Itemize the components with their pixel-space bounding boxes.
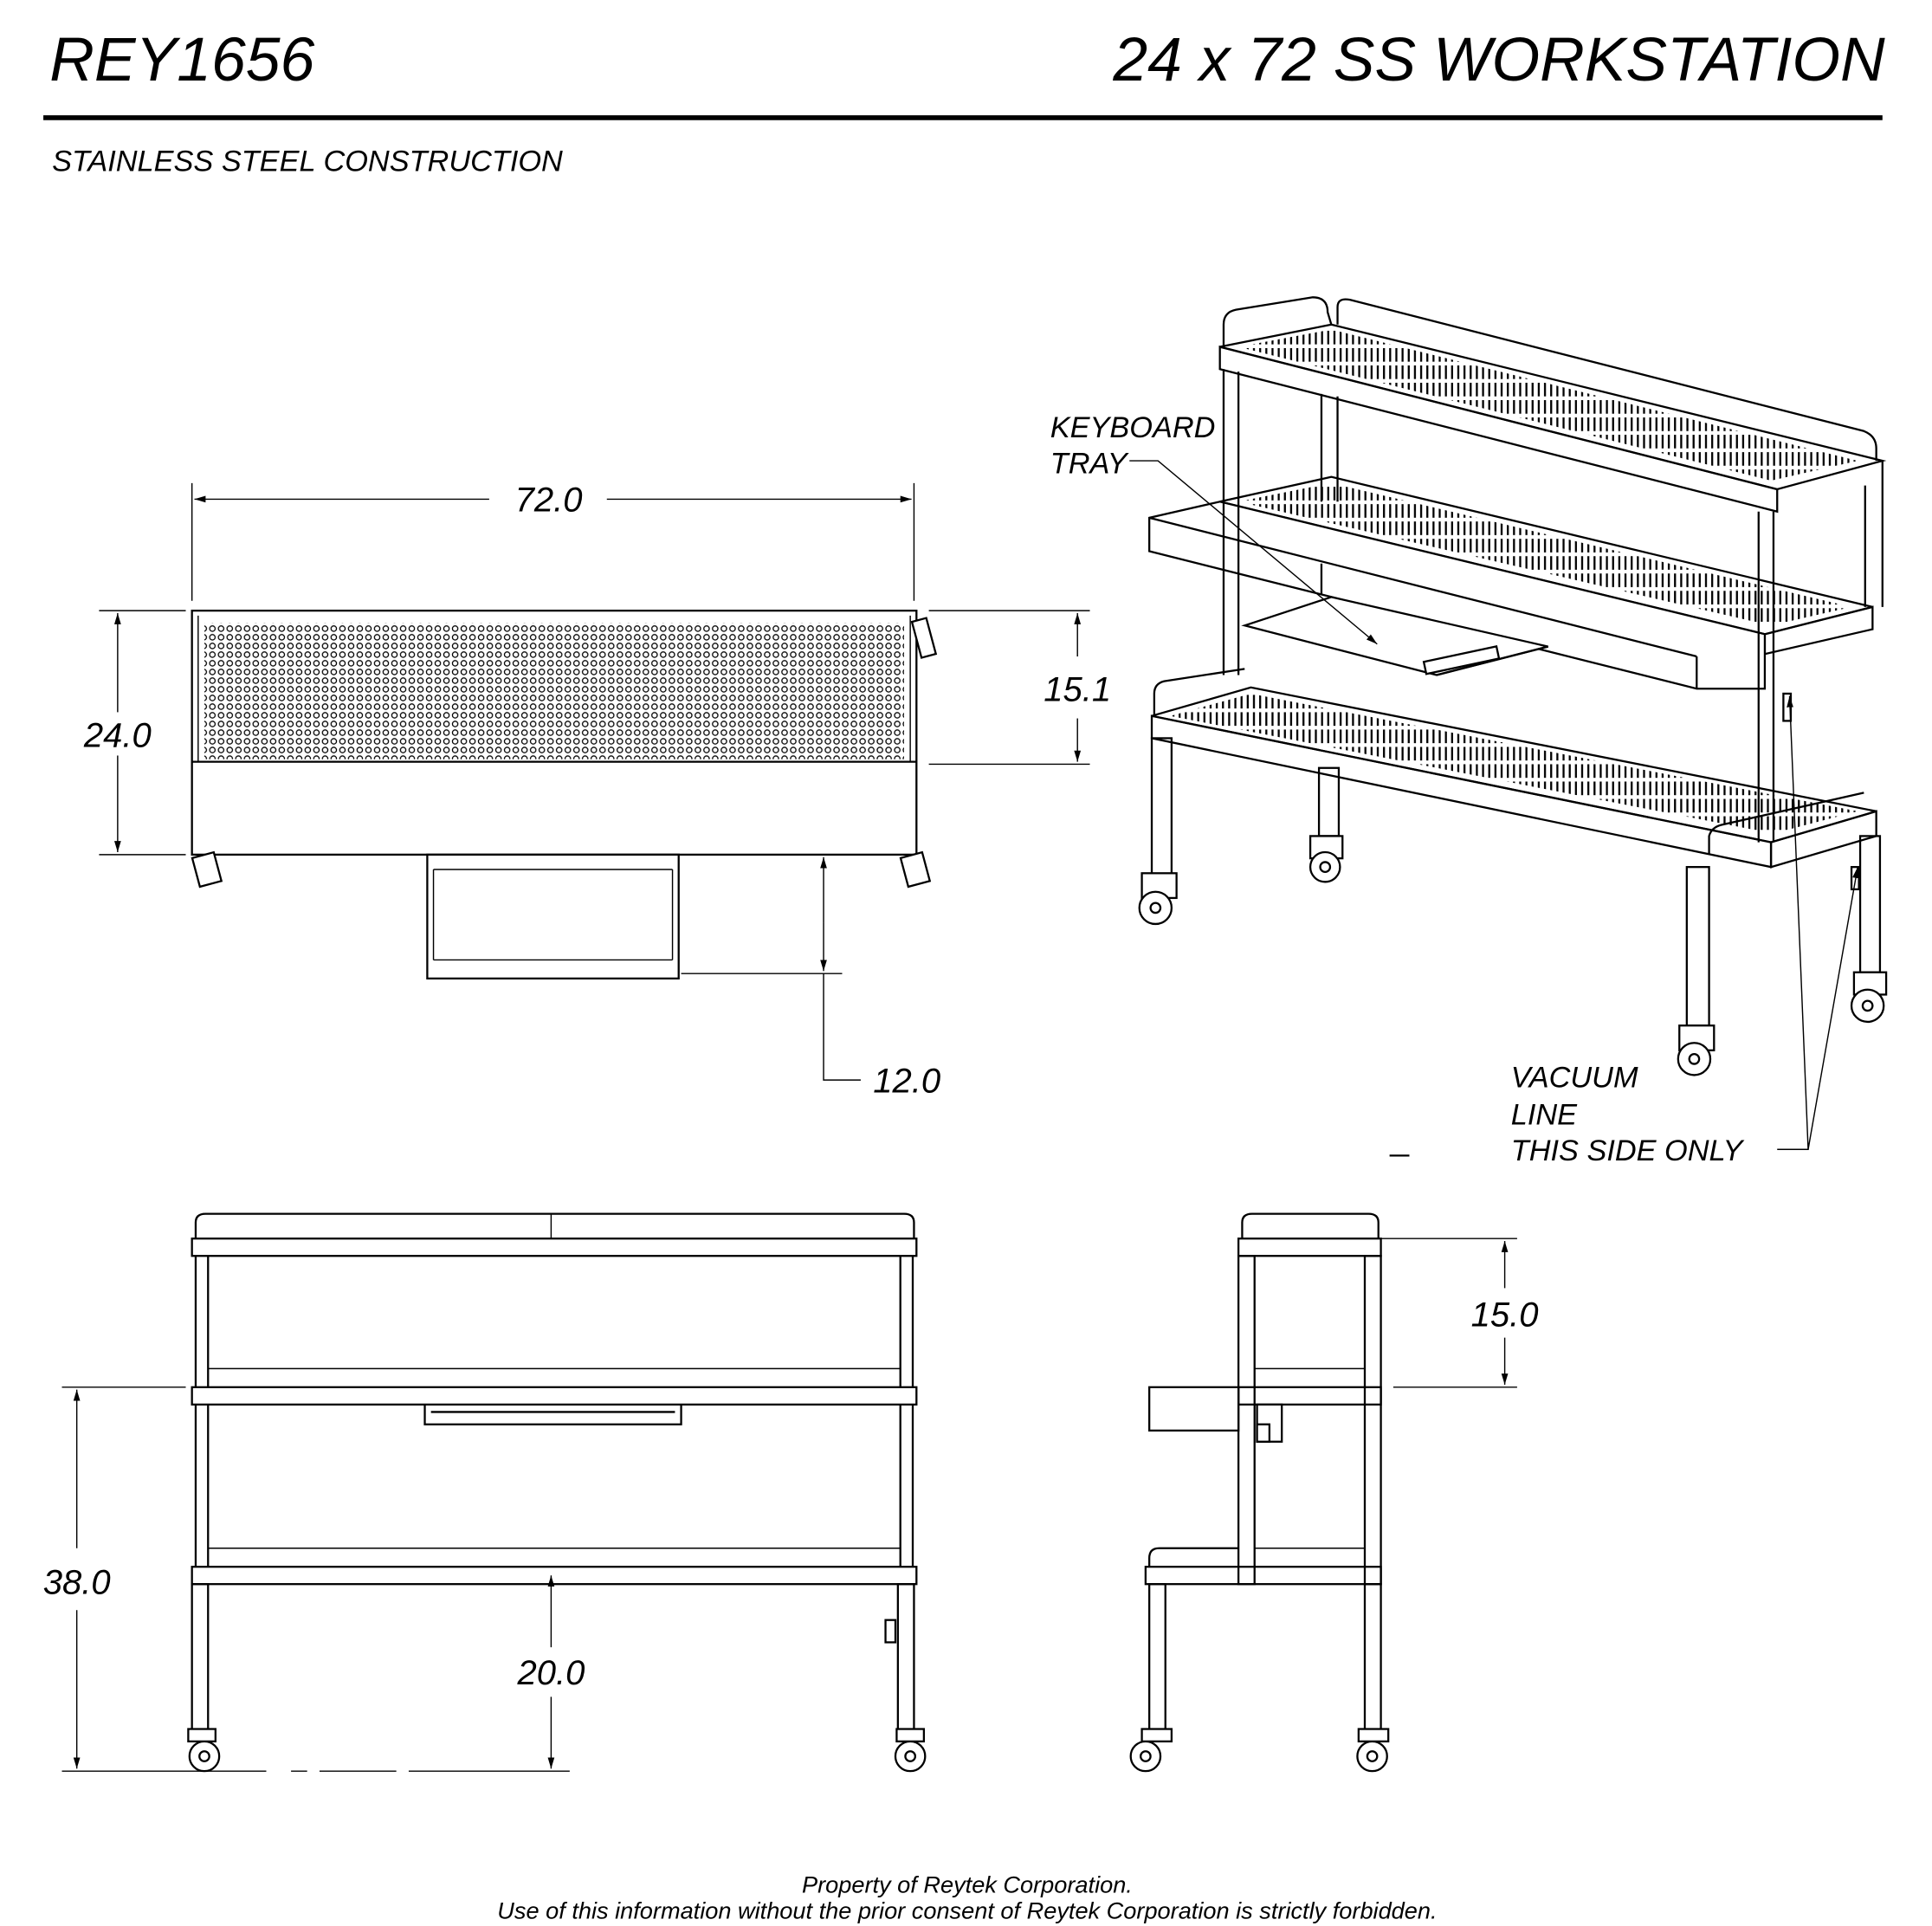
dim-upper-spacing-15: 15.0: [1471, 1296, 1539, 1335]
dim-tray-12: 12.0: [873, 1062, 940, 1100]
vacuum-leader-2: [1807, 867, 1859, 1150]
dim-shelf-15-1: 15.1: [1044, 671, 1111, 709]
vacuum-label-line3: THIS SIDE ONLY: [1511, 1134, 1745, 1167]
dim-width-72: 72.0: [515, 481, 583, 520]
keyboard-leader: [1129, 460, 1378, 645]
dim-bottom-shelf-20: 20.0: [516, 1654, 585, 1692]
side-view: [1129, 1212, 1390, 1773]
keyboard-label-line1: KEYBOARD: [1050, 411, 1216, 444]
isometric-view: [1138, 296, 1888, 1076]
footer-line1: Property of Reytek Corporation.: [802, 1871, 1133, 1897]
vacuum-label-line1: VACUUM: [1511, 1062, 1638, 1095]
top-view: [191, 609, 938, 980]
subtitle: STAINLESS STEEL CONSTRUCTION: [52, 145, 563, 178]
vacuum-label-line2: LINE: [1511, 1099, 1578, 1132]
drawing-title: 24 x 72 SS WORKSTATION: [1112, 25, 1885, 94]
dim-depth-24: 24.0: [83, 716, 152, 754]
vacuum-leader-1: [1777, 695, 1809, 1150]
footer-line2: Use of this information without the prio…: [497, 1897, 1437, 1923]
dim-height-38: 38.0: [43, 1564, 111, 1602]
keyboard-label-line2: TRAY: [1050, 447, 1129, 480]
front-view: [187, 1212, 927, 1773]
part-number: REY1656: [49, 25, 314, 94]
